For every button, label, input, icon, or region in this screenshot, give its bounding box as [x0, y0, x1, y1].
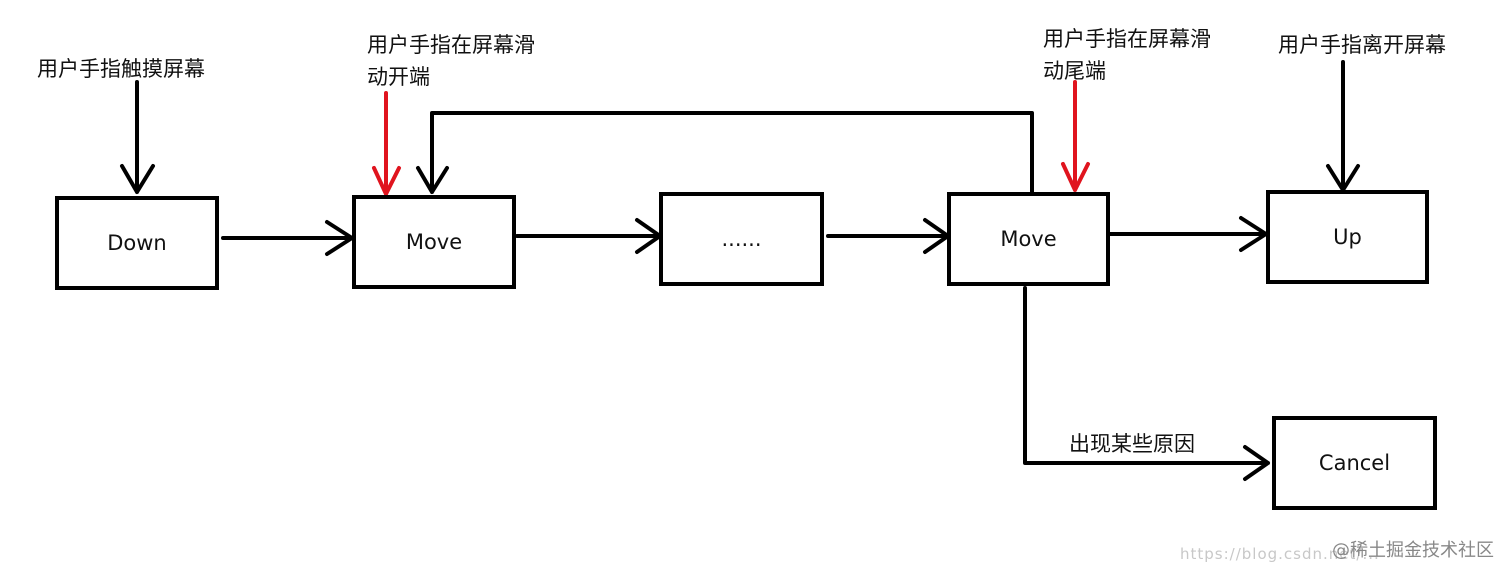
- node-move-start: Move: [352, 195, 516, 289]
- arrow-move-to-ellipsis: [515, 218, 662, 254]
- node-ellipsis-label: ......: [721, 227, 762, 251]
- arrow-slide-start-red: [372, 91, 401, 196]
- node-ellipsis: ......: [659, 192, 824, 286]
- node-move-end: Move: [947, 192, 1110, 286]
- watermark-brand: @稀土掘金技术社区: [1332, 540, 1494, 561]
- arrow-move-to-cancel: [1023, 286, 1270, 481]
- node-move-start-label: Move: [405, 230, 463, 254]
- node-up: Up: [1266, 190, 1429, 284]
- arrow-move-to-up: [1106, 216, 1268, 252]
- node-cancel: Cancel: [1272, 416, 1437, 510]
- node-cancel-label: Cancel: [1318, 451, 1391, 475]
- arrow-leave-to-up: [1326, 60, 1360, 192]
- label-slide-start-line2: 动开端: [367, 65, 430, 89]
- node-down: Down: [55, 196, 219, 290]
- arrow-down-to-move: [221, 220, 354, 256]
- arrow-loop-back: [416, 111, 1034, 194]
- node-move-end-label: Move: [1000, 227, 1057, 251]
- label-slide-start-line1: 用户手指在屏幕滑: [367, 33, 535, 57]
- watermark-url: https://blog.csdn.net/...: [1180, 545, 1380, 563]
- arrow-touch-to-down: [120, 80, 155, 194]
- node-down-label: Down: [107, 231, 167, 255]
- label-touch-screen: 用户手指触摸屏幕: [37, 57, 205, 81]
- node-up-label: Up: [1333, 225, 1362, 249]
- label-slide-end-line2: 动尾端: [1043, 59, 1106, 83]
- arrow-slide-end-red: [1061, 80, 1090, 192]
- label-leave-screen: 用户手指离开屏幕: [1278, 33, 1446, 57]
- arrow-ellipsis-to-move-end: [826, 218, 950, 254]
- label-slide-end-line1: 用户手指在屏幕滑: [1043, 27, 1211, 51]
- label-some-reason: 出现某些原因: [1069, 432, 1195, 456]
